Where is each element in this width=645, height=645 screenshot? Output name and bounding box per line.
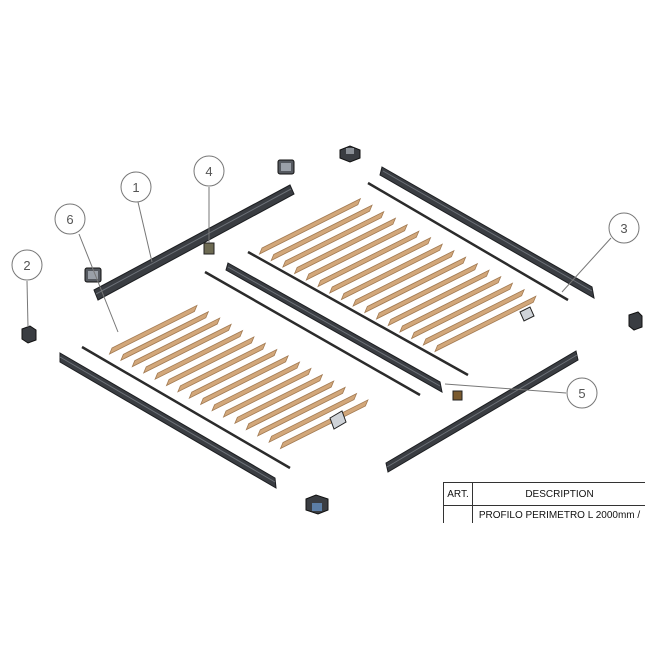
slat-support-bracket bbox=[329, 410, 347, 430]
callout-6: 6 bbox=[54, 203, 86, 235]
callout-2: 2 bbox=[11, 249, 43, 281]
slat-support-bracket bbox=[519, 306, 535, 322]
wooden-slat bbox=[340, 243, 444, 301]
wooden-slat bbox=[352, 249, 455, 307]
callout-leader-6 bbox=[78, 233, 119, 333]
wooden-slat bbox=[375, 262, 479, 320]
parts-table-header: ART. DESCRIPTION bbox=[444, 483, 645, 506]
corner-joint-bottom bbox=[305, 494, 329, 515]
wooden-slat bbox=[177, 342, 267, 393]
row-description: PROFILO PERIMETRO L 2000mm / bbox=[478, 510, 641, 521]
wooden-slat bbox=[282, 210, 385, 268]
wooden-slat bbox=[108, 304, 198, 355]
perimeter-profile-front-left bbox=[59, 352, 277, 489]
wooden-slat bbox=[165, 336, 255, 387]
slat-rail bbox=[367, 181, 569, 302]
slat-rail bbox=[204, 270, 421, 397]
wooden-slat bbox=[245, 380, 335, 431]
wooden-slat bbox=[199, 355, 289, 406]
wooden-slat bbox=[211, 361, 301, 412]
wooden-slat bbox=[256, 386, 346, 437]
callout-leader-3 bbox=[561, 237, 612, 293]
row-art bbox=[444, 506, 473, 523]
wooden-slat bbox=[293, 217, 397, 275]
slat-rail bbox=[247, 250, 469, 377]
wooden-slat bbox=[305, 223, 408, 281]
wooden-slat bbox=[222, 367, 312, 418]
callout-label-4: 4 bbox=[205, 164, 212, 179]
parts-table-row: PROFILO PERIMETRO L 2000mm / bbox=[444, 506, 645, 523]
wooden-slat bbox=[434, 295, 537, 353]
wooden-slat bbox=[364, 256, 467, 314]
wooden-slat bbox=[188, 348, 278, 399]
wooden-slat bbox=[387, 269, 490, 327]
parts-table: ART. DESCRIPTION PROFILO PERIMETRO L 200… bbox=[443, 482, 645, 523]
callout-5: 5 bbox=[566, 377, 598, 409]
corner-joint-top bbox=[339, 145, 361, 163]
slat-clip-part bbox=[452, 390, 463, 401]
wooden-slat bbox=[154, 329, 244, 381]
end-cap-part bbox=[277, 159, 295, 175]
callout-label-1: 1 bbox=[132, 180, 139, 195]
wooden-slat bbox=[317, 230, 420, 288]
slat-clip-part bbox=[203, 242, 215, 255]
callout-label-2: 2 bbox=[23, 258, 30, 273]
callout-label-3: 3 bbox=[620, 221, 627, 236]
header-art: ART. bbox=[444, 483, 473, 505]
callout-3: 3 bbox=[608, 212, 640, 244]
callout-label-5: 5 bbox=[578, 386, 585, 401]
wooden-slat bbox=[131, 317, 221, 368]
wooden-slat bbox=[328, 236, 432, 294]
callout-label-6: 6 bbox=[66, 212, 73, 227]
callout-4: 4 bbox=[193, 155, 225, 187]
callout-leader-2 bbox=[26, 280, 29, 328]
perimeter-profile-back-right bbox=[379, 166, 595, 299]
wooden-slat bbox=[258, 197, 362, 255]
wooden-slat bbox=[142, 323, 232, 374]
wooden-slat bbox=[410, 282, 514, 340]
wooden-slat bbox=[120, 310, 210, 362]
wooden-slat bbox=[399, 275, 502, 333]
central-profile bbox=[225, 262, 443, 393]
wooden-slat bbox=[234, 373, 324, 425]
perimeter-profile-back-left bbox=[93, 184, 295, 301]
corner-joint-right bbox=[628, 311, 643, 331]
corner-joint-left bbox=[21, 325, 37, 344]
wooden-slat bbox=[270, 204, 373, 262]
wooden-slat bbox=[279, 399, 369, 450]
callout-1: 1 bbox=[120, 171, 152, 203]
slat-rail bbox=[81, 345, 291, 470]
wooden-slat bbox=[422, 288, 525, 346]
header-description: DESCRIPTION bbox=[525, 488, 594, 500]
slat-group-right bbox=[258, 197, 537, 353]
perimeter-profile-front-right bbox=[385, 350, 579, 473]
callout-leader-5 bbox=[444, 383, 567, 394]
wooden-slat bbox=[268, 392, 358, 444]
slat-group-left bbox=[108, 304, 369, 450]
callout-leader-1 bbox=[137, 201, 153, 263]
